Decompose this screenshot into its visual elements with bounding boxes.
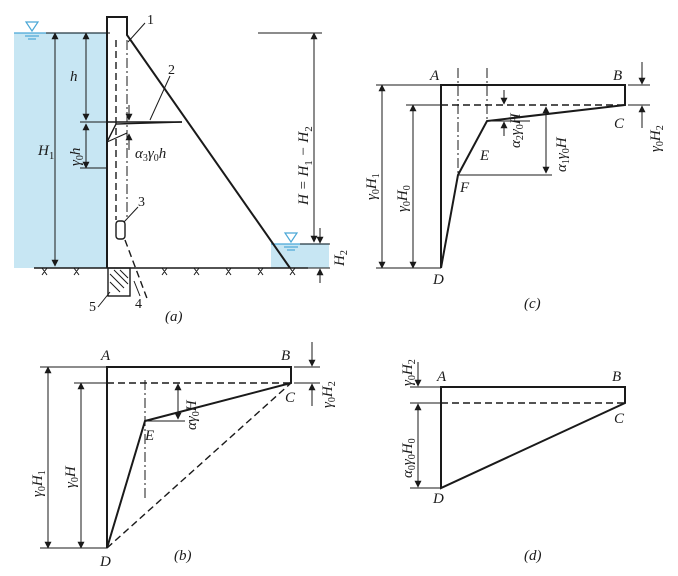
svg-text:γ0H2: γ0H2 [320, 381, 338, 408]
svg-text:γ0H0: γ0H0 [395, 185, 413, 212]
svg-text:H1: H1 [37, 143, 54, 162]
caption-a: (a) [165, 309, 183, 325]
label-alpha3-gamma0h: α [135, 146, 144, 162]
label-4: 4 [135, 297, 142, 312]
panel-b: γ0H1 γ0H αγ0H γ0H2 A B C D E (b) [30, 342, 338, 570]
point-c-E: E [479, 148, 489, 164]
label-c-alpha2: α [508, 139, 524, 148]
point-c-C: C [614, 116, 625, 132]
label-b-gamma0H: γ [63, 481, 79, 488]
label-c-gamma0H1: γ [364, 193, 380, 200]
dam-body [106, 16, 291, 269]
caption-b: (b) [174, 548, 192, 564]
label-3: 3 [138, 195, 145, 210]
caption-c: (c) [524, 296, 541, 312]
svg-text:γ0h: γ0h [68, 148, 86, 166]
grout-curtain [107, 267, 131, 297]
upstream-water [14, 33, 107, 268]
point-c-B: B [613, 68, 622, 84]
label-1: 1 [147, 13, 154, 28]
label-h: h [70, 69, 78, 85]
svg-text:αγ0H: αγ0H [184, 399, 202, 430]
caption-d: (d) [524, 548, 542, 564]
point-b-A: A [100, 348, 111, 364]
drainage-gallery [115, 220, 126, 240]
ground-hatch [41, 267, 296, 276]
label-b-gamma0H2: γ [320, 401, 336, 408]
label-gamma0h: γ [68, 159, 84, 166]
pressure-line [106, 121, 183, 143]
svg-text:H2: H2 [332, 250, 350, 267]
point-c-F: F [459, 180, 470, 196]
point-c-A: A [429, 68, 440, 84]
label-c-gamma0H2: γ [648, 145, 664, 152]
label-d-gamma0H2: γ [400, 379, 416, 386]
svg-text:α2γ0H: α2γ0H [508, 112, 526, 148]
svg-text:H = H1 − H2: H = H1 − H2 [296, 126, 315, 206]
point-d-D: D [432, 491, 444, 507]
svg-text:γ0H1: γ0H1 [364, 173, 382, 200]
svg-text:γ0H1: γ0H1 [30, 470, 48, 497]
label-b-alpha-gamma0H: αγ [184, 415, 200, 430]
point-c-D: D [432, 272, 444, 288]
uplift-diagram-c [440, 84, 626, 269]
uplift-diagram-b [106, 366, 292, 549]
point-b-D: D [99, 554, 111, 570]
panel-d: γ0H2 α0γ0H0 A B C D (d) [400, 359, 626, 564]
svg-text:α3γ0h: α3γ0h [135, 146, 166, 164]
label-d-alpha0: α [400, 469, 416, 478]
drain-hole [124, 239, 149, 302]
uplift-diagram-d [440, 386, 626, 490]
point-b-E: E [144, 428, 154, 444]
point-d-C: C [614, 411, 625, 427]
label-c-alpha1: α [554, 163, 570, 172]
label-b-gamma0H1: γ [30, 490, 46, 497]
label-c-gamma0H0: γ [395, 205, 411, 212]
svg-text:γ0H2: γ0H2 [648, 125, 666, 152]
point-b-C: C [285, 390, 296, 406]
point-d-B: B [612, 369, 621, 385]
svg-text:γ0H2: γ0H2 [400, 359, 418, 386]
svg-text:α0γ0H0: α0γ0H0 [400, 438, 418, 478]
label-2: 2 [168, 63, 175, 78]
panel-a: 1 2 3 4 5 H1 h γ0h α3γ0h H [14, 13, 350, 325]
svg-text:α1γ0H: α1γ0H [554, 136, 572, 172]
downstream-water [271, 244, 329, 268]
point-b-B: B [281, 348, 290, 364]
label-5: 5 [89, 300, 96, 315]
label-H-equals: H = H [296, 165, 312, 206]
label-H1: H [37, 143, 50, 159]
point-d-A: A [436, 369, 447, 385]
label-H2: H [332, 254, 348, 267]
svg-text:γ0H: γ0H [63, 465, 81, 488]
panel-c: γ0H1 γ0H0 α2γ0H α1γ0H γ0H2 A B C D E F (… [364, 62, 666, 312]
